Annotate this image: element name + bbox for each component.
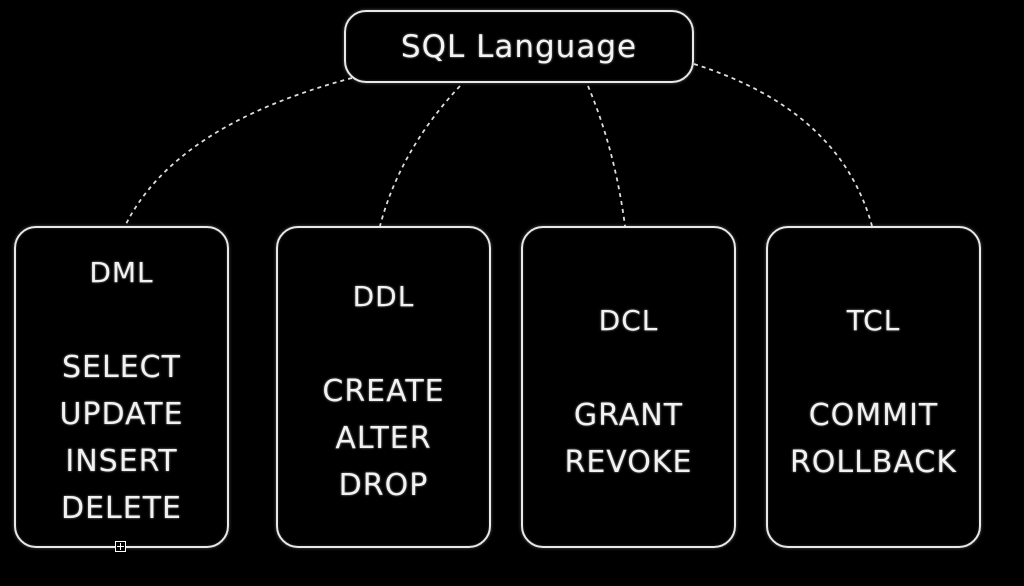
- plus-icon[interactable]: [115, 541, 126, 552]
- command-list-ddl: CREATE ALTER DROP: [278, 368, 489, 509]
- command-list-tcl: COMMIT ROLLBACK: [768, 392, 979, 486]
- command-commit: COMMIT: [808, 398, 939, 433]
- category-box-dcl: DCL GRANT REVOKE: [521, 226, 736, 548]
- category-title-ddl: DDL: [352, 280, 415, 313]
- command-create: CREATE: [322, 374, 445, 409]
- category-title-dcl: DCL: [598, 304, 659, 337]
- category-box-ddl: DDL CREATE ALTER DROP: [276, 226, 491, 548]
- command-select: SELECT: [62, 350, 181, 385]
- command-rollback: ROLLBACK: [789, 445, 958, 480]
- connector-tcl: [693, 63, 873, 227]
- command-alter: ALTER: [335, 421, 432, 456]
- category-title-tcl: TCL: [846, 304, 901, 337]
- command-insert: INSERT: [65, 444, 178, 479]
- command-drop: DROP: [338, 468, 429, 503]
- command-update: UPDATE: [59, 397, 184, 432]
- command-delete: DELETE: [60, 491, 182, 526]
- category-title-dml: DML: [89, 256, 154, 289]
- root-title: SQL Language: [400, 28, 638, 65]
- connector-dcl: [587, 85, 626, 227]
- category-box-dml: DML SELECT UPDATE INSERT DELETE: [14, 226, 229, 548]
- command-list-dcl: GRANT REVOKE: [523, 392, 734, 486]
- connector-ddl: [379, 85, 461, 227]
- connector-dml: [124, 77, 353, 227]
- category-box-tcl: TCL COMMIT ROLLBACK: [766, 226, 981, 548]
- command-grant: GRANT: [573, 398, 684, 433]
- command-revoke: REVOKE: [564, 445, 693, 480]
- root-node-sql-language: SQL Language: [344, 10, 694, 83]
- command-list-dml: SELECT UPDATE INSERT DELETE: [16, 344, 227, 532]
